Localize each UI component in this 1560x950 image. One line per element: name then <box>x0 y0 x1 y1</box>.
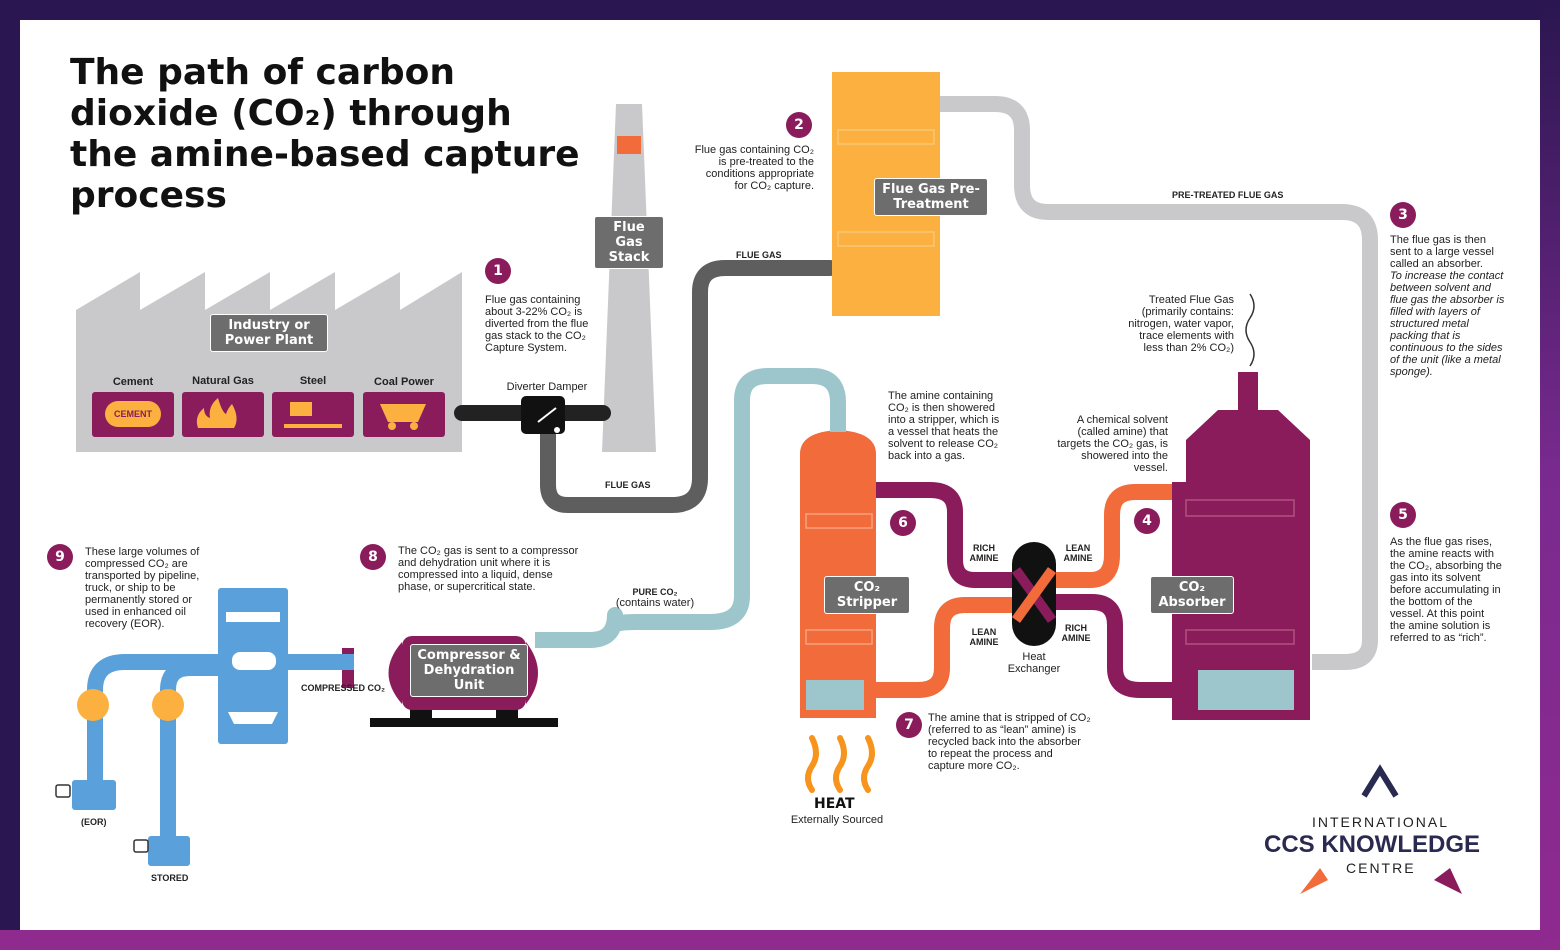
frame-border-bottom <box>0 930 1560 950</box>
cement-icon-text: CEMENT <box>114 409 152 419</box>
treated-gas-vapor <box>1245 293 1255 367</box>
treated-flue-gas-text: Treated Flue Gas (primarily contains: ni… <box>1128 294 1234 354</box>
stored-label: STORED <box>151 873 189 883</box>
flue-gas-label-upper: FLUE GAS <box>736 250 782 260</box>
valve-icon <box>226 612 280 622</box>
stack-label: Flue Gas Stack <box>594 216 664 269</box>
compressed-co2-label: COMPRESSED CO₂ <box>301 683 386 693</box>
pure-co2-pipe <box>535 368 846 648</box>
step-number-4: 4 <box>1134 508 1160 534</box>
logo-line-3: CENTRE <box>1346 860 1416 876</box>
heat-exchanger <box>1011 542 1057 646</box>
step-number-6: 6 <box>890 510 916 536</box>
pump-jack-icon <box>77 689 109 721</box>
source-cement: Cement <box>112 376 154 388</box>
logo-line-2: CCS KNOWLEDGE <box>1264 831 1480 858</box>
step-6-text: The amine containing CO₂ is then showere… <box>888 390 1000 462</box>
heat-sublabel: Externally Sourced <box>790 814 884 826</box>
step-5-text: As the flue gas rises, the amine reacts … <box>1390 536 1502 644</box>
pure-co2-label: PURE CO₂ <box>632 587 678 597</box>
pretreated-gas-pipe <box>940 96 1378 670</box>
stripper-label: CO₂ Stripper <box>824 576 910 614</box>
step-2-text: Flue gas containing CO₂ is pre-treated t… <box>694 144 814 192</box>
absorber-label: CO₂ Absorber <box>1150 576 1234 614</box>
pretreatment-label: Flue Gas Pre-Treatment <box>874 178 988 216</box>
plant-label: Industry or Power Plant <box>210 314 328 352</box>
step-number-7: 7 <box>896 712 922 738</box>
step-number-3: 3 <box>1390 202 1416 228</box>
absorber-vessel <box>1172 372 1310 720</box>
eor-label: (EOR) <box>81 817 107 827</box>
stripper-vessel <box>800 430 876 718</box>
lock-icon <box>133 839 149 853</box>
ccs-logo-icon <box>1300 764 1462 894</box>
source-natural-gas: Natural Gas <box>192 375 254 387</box>
lean-amine-label-right: LEAN AMINE <box>1063 543 1093 563</box>
ship-icon <box>228 712 278 724</box>
step-number-5: 5 <box>1390 502 1416 528</box>
source-coal-power: Coal Power <box>374 376 434 388</box>
step-8-text: The CO₂ gas is sent to a compressor and … <box>398 545 579 593</box>
amine-loop <box>876 482 1172 698</box>
flue-gas-label-lower: FLUE GAS <box>605 480 651 490</box>
heat-exchanger-label: Heat Exchanger <box>1007 651 1061 675</box>
heat-arrows-icon <box>805 735 875 793</box>
step-number-8: 8 <box>360 544 386 570</box>
step-number-1: 1 <box>485 258 511 284</box>
pretreated-gas-label: PRE-TREATED FLUE GAS <box>1172 190 1284 200</box>
step-number-9: 9 <box>47 544 73 570</box>
step-1-text: Flue gas containing about 3-22% CO₂ is d… <box>485 294 589 354</box>
step-3-text: The flue gas is then sent to a large ves… <box>1390 234 1494 270</box>
storage-endpoints <box>55 689 190 866</box>
diverter-damper[interactable] <box>521 396 565 434</box>
tanker-truck-icon <box>232 652 276 670</box>
step-3-block: The flue gas is then sent to a large ves… <box>1390 234 1508 378</box>
pure-co2-sublabel: (contains water) <box>615 597 695 609</box>
transport-station <box>218 588 288 744</box>
step-3-text-italic: To increase the contact between solvent … <box>1390 270 1505 378</box>
step-7-text: The amine that is stripped of CO₂ (refer… <box>928 712 1091 772</box>
lock-icon <box>55 784 71 798</box>
logo-line-1: INTERNATIONAL <box>1312 814 1449 830</box>
page-title: The path of carbon dioxide (CO₂) through… <box>70 52 580 216</box>
frame-border-right <box>1540 0 1560 950</box>
rich-amine-label-right: RICH AMINE <box>1061 623 1091 643</box>
ladle-icon <box>272 392 354 437</box>
rich-amine-label-left: RICH AMINE <box>969 543 999 563</box>
step-9-text: These large volumes of compressed CO₂ ar… <box>85 546 200 630</box>
source-steel: Steel <box>299 375 327 387</box>
diverter-damper-label: Diverter Damper <box>506 381 588 393</box>
lean-amine-label-left: LEAN AMINE <box>969 627 999 647</box>
compressor-label: Compressor & Dehydration Unit <box>410 644 528 697</box>
step-number-2: 2 <box>786 112 812 138</box>
flue-gas-stack <box>602 104 656 452</box>
step-4-text: A chemical solvent (called amine) that t… <box>1057 414 1168 474</box>
storage-well-icon <box>152 689 184 721</box>
heat-label: HEAT <box>814 796 855 812</box>
power-plant <box>76 272 462 452</box>
